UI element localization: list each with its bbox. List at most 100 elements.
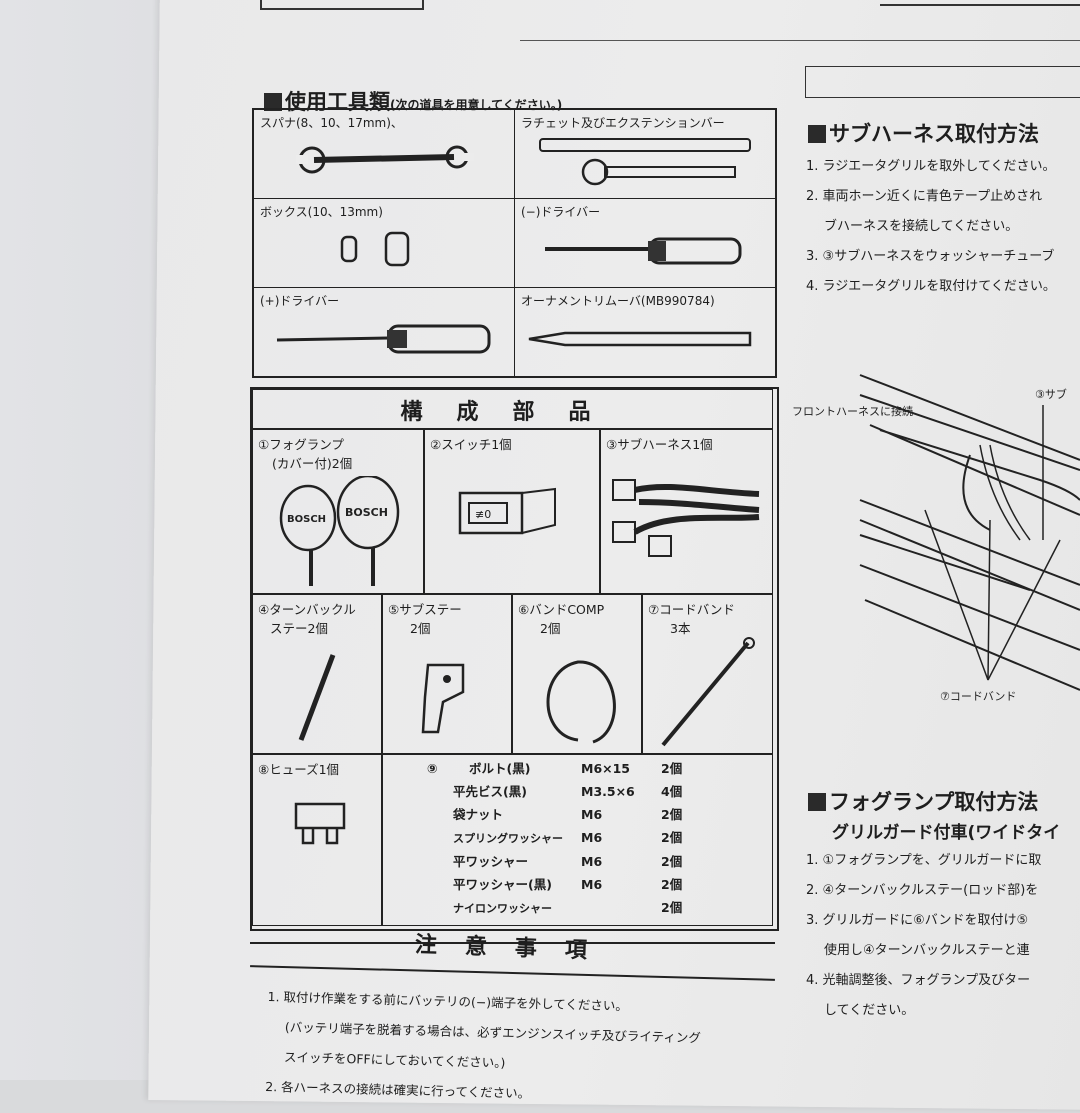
hardware-qty: 2個 xyxy=(661,807,683,822)
bosch-logo-text: BOSCH xyxy=(287,514,326,525)
top-rule xyxy=(880,4,1080,6)
tool-label: (−)ドライバー xyxy=(521,205,601,219)
part-label: ⑧ヒューズ1個 xyxy=(258,762,340,777)
part-band: ⑥バンドCOMP 2個 xyxy=(512,594,642,754)
hardware-name: スプリングワッシャー xyxy=(453,832,563,845)
tool-cell: ラチェット及びエクステンションバー xyxy=(514,108,777,199)
square-bullet-icon xyxy=(264,93,282,111)
step-line: 2. 車両ホーン近くに青色テープ止めされ xyxy=(806,189,1043,204)
step-line: してください。 xyxy=(824,1003,915,1018)
step-line: 使用し④ターンバックルステーと連 xyxy=(824,943,1030,958)
tools-table: スパナ(8、10、17mm)、 ラチェット及びエクステンションバー ボックス(1… xyxy=(252,108,777,378)
turnbuckle-icon xyxy=(298,654,336,741)
socket-icon xyxy=(340,231,410,267)
tool-cell: (−)ドライバー xyxy=(514,198,777,288)
tool-cell: ボックス(10、13mm) xyxy=(252,198,515,288)
foglamp-steps: 1. ①フォグランプを、グリルガードに取 2. ④ターンバックルステー(ロッド部… xyxy=(806,846,1041,1026)
hardware-name: 平ワッシャー(黒) xyxy=(453,877,552,892)
hardware-row: 平先ビス(黒) M3.5×6 4個 xyxy=(453,780,772,803)
part-label: ④ターンバックル xyxy=(258,602,356,617)
hardware-name: ナイロンワッシャー xyxy=(453,902,552,915)
hardware-row: スプリングワッシャー M6 2個 xyxy=(453,826,772,850)
flat-screwdriver-icon xyxy=(545,237,742,265)
foglamp-subheading: グリルガード付車(ワイドタイ xyxy=(832,823,1061,843)
hardware-row: 平ワッシャー(黒) M6 2個 xyxy=(453,873,772,896)
part-qty: 2個 xyxy=(410,621,431,636)
tool-label: ボックス(10、13mm) xyxy=(260,205,383,219)
part-qty: 2個 xyxy=(540,621,561,636)
step-line: 4. 光軸調整後、フォグランプ及びター xyxy=(806,973,1031,988)
hardware-size: M6×15 xyxy=(581,761,631,776)
hardware-name: ボルト(黒) xyxy=(469,761,531,776)
switch-symbol: ≢0 xyxy=(475,508,491,521)
part-label: ②スイッチ1個 xyxy=(430,437,512,452)
part-label: ③サブハーネス1個 xyxy=(606,437,713,452)
part-foglamp: ①フォグランプ (カバー付)2個 BOSCH BOSCH xyxy=(252,429,424,594)
part-label: ⑦コードバンド xyxy=(648,602,735,617)
part-turnbuckle: ④ターンバックル ステー2個 xyxy=(252,594,382,754)
step-line: 1. ①フォグランプを、グリルガードに取 xyxy=(806,853,1042,868)
header-box xyxy=(805,66,1080,98)
part-qty: ステー2個 xyxy=(270,621,328,636)
caution-rule-top xyxy=(250,942,775,944)
square-bullet-icon xyxy=(808,793,826,811)
top-box-edge xyxy=(260,0,424,10)
subharness-heading-text: サブハーネス取付方法 xyxy=(829,122,1039,146)
foglamp-heading-text: フォグランプ取付方法 xyxy=(829,790,1039,814)
switch-icon: ≢0 xyxy=(458,487,556,535)
hardware-name: 平先ビス(黒) xyxy=(453,784,527,799)
part-cordband: ⑦コードバンド 3本 xyxy=(642,594,773,754)
hardware-qty: 4個 xyxy=(661,784,683,799)
parts-heading: 構成部品 xyxy=(252,389,773,429)
hardware-size: M6 xyxy=(581,807,603,822)
label-front-harness: フロントハーネスに接続 xyxy=(792,404,913,418)
part-label: ⑥バンドCOMP xyxy=(518,602,605,617)
top-rule-2 xyxy=(520,40,1080,41)
part-fuse: ⑧ヒューズ1個 xyxy=(252,754,382,926)
part-substay: ⑤サブステー 2個 xyxy=(382,594,512,754)
tool-cell: (+)ドライバー xyxy=(252,287,515,378)
part-switch: ②スイッチ1個 ≢0 xyxy=(424,429,600,594)
part-label: ①フォグランプ xyxy=(258,437,344,452)
tool-cell: スパナ(8、10、17mm)、 xyxy=(252,108,515,199)
phillips-screwdriver-icon xyxy=(276,324,491,354)
hardware-qty: 2個 xyxy=(661,900,683,915)
hardware-size: M3.5×6 xyxy=(581,784,635,799)
foglamp-heading: フォグランプ取付方法 xyxy=(808,786,1038,816)
part-qty: 3本 xyxy=(670,621,691,636)
substay-icon xyxy=(421,663,465,734)
installation-diagram: フロントハーネスに接続 ③サブ ⑦コードバンド xyxy=(792,374,1080,703)
wrench-icon xyxy=(296,145,474,174)
hardware-qty: 2個 xyxy=(661,830,683,845)
hardware-row: ナイロンワッシャー 2個 xyxy=(453,896,772,920)
cable-tie-icon xyxy=(661,637,755,747)
hardware-qty: 2個 xyxy=(661,761,683,776)
hardware-row: ⑨ ボルト(黒) M6×15 2個 xyxy=(427,757,772,780)
step-line: 4. ラジエータグリルを取付けてください。 xyxy=(806,279,1056,294)
square-bullet-icon xyxy=(808,125,826,143)
tool-label: オーナメントリムーバ(MB990784) xyxy=(521,294,715,308)
tool-label: (+)ドライバー xyxy=(260,294,340,308)
hardware-name: 平ワッシャー xyxy=(453,854,529,869)
subharness-heading: サブハーネス取付方法 xyxy=(808,118,1039,148)
hardware-row: 平ワッシャー M6 2個 xyxy=(453,850,772,873)
step-line: 3. グリルガードに⑥バンドを取付け⑤ xyxy=(806,913,1029,928)
label-cord-band: ⑦コードバンド xyxy=(940,690,1016,703)
part-qty: (カバー付)2個 xyxy=(272,456,353,471)
band-icon xyxy=(546,660,616,744)
step-line: 1. ラジエータグリルを取外してください。 xyxy=(806,159,1056,174)
hardware-size: M6 xyxy=(581,877,603,892)
hardware-size: M6 xyxy=(581,854,603,869)
parts-table: 構成部品 ①フォグランプ (カバー付)2個 BOSCH BOSCH ②スイッチ1… xyxy=(250,387,779,931)
step-line: ブハーネスを接続してください。 xyxy=(824,219,1019,234)
part-subharness: ③サブハーネス1個 xyxy=(600,429,773,594)
foglamp-icon: BOSCH BOSCH xyxy=(279,476,400,586)
subharness-steps: 1. ラジエータグリルを取外してください。 2. 車両ホーン近くに青色テープ止め… xyxy=(806,152,1056,302)
hardware-number: ⑨ xyxy=(427,761,438,776)
hardware-qty: 2個 xyxy=(661,877,683,892)
hardware-size: M6 xyxy=(581,830,603,845)
hardware-qty: 2個 xyxy=(661,854,683,869)
step-line: 3. ③サブハーネスをウォッシャーチューブ xyxy=(806,249,1055,264)
